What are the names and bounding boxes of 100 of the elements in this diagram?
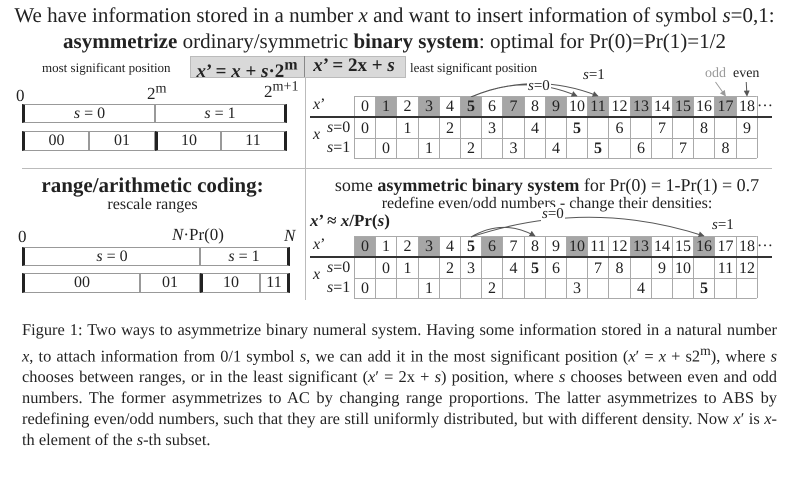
table-cell: 6 — [482, 237, 502, 256]
table-cell-text: 2 — [445, 119, 455, 138]
range-segment: 01 — [140, 273, 200, 293]
range-segment: s = 1 — [200, 247, 290, 266]
table-cell: 13 — [631, 237, 651, 256]
table-cell-text: 8 — [720, 139, 730, 158]
table-cell: 17 — [715, 97, 736, 116]
table-cell: 11 — [588, 97, 608, 116]
table-cell-text: 18 — [738, 237, 756, 256]
table-cell-text: 2 — [402, 237, 412, 256]
subtitle-text: rescale ranges — [107, 196, 198, 214]
table-cell-text: 7 — [508, 237, 518, 256]
table-cell-text: 2 — [402, 97, 412, 116]
table-cell-text: 10 — [674, 259, 692, 278]
table-cell-text: 12 — [610, 97, 628, 116]
table-cell-text: 11 — [716, 259, 734, 278]
range-segment: 11 — [221, 131, 287, 151]
table-cell-text: 3 — [466, 259, 476, 278]
table-cell-text: 0 — [360, 119, 370, 138]
title-text: We have information stored in a number x and want to insert information of symbol s=0,1: — [13, 3, 776, 28]
table-cell-text: 15 — [674, 237, 692, 256]
table-cell: 8 — [525, 237, 545, 256]
axis-label: N·Pr(0) — [172, 225, 224, 245]
row-header: s=1 — [327, 139, 350, 157]
table-cell-text: 3 — [572, 279, 582, 298]
table-cell-text: 16 — [695, 97, 713, 116]
table-cell-text: 12 — [738, 259, 756, 278]
formula-text: x’ = 2x + s — [312, 56, 396, 76]
table-cell: 1 — [376, 97, 396, 116]
table-cell-text: 1 — [424, 139, 434, 158]
range-segment: 00 — [22, 131, 89, 151]
table-cell-text: 11 — [589, 237, 607, 256]
leader-arrow — [715, 82, 726, 96]
table-cell: 0 — [355, 237, 375, 256]
table-cell-text: 4 — [445, 237, 455, 256]
row-header: x — [313, 126, 320, 144]
range-segment: 00 — [22, 273, 140, 293]
table-cell-text: 3 — [508, 139, 518, 158]
formula-text: x’ ≈ x/Pr(s) — [310, 211, 390, 231]
table-cell-text: 1 — [381, 237, 391, 256]
table-cell-text: 6 — [614, 119, 624, 138]
table-cell-text: 0 — [381, 139, 391, 158]
table-cell-text: 9 — [657, 259, 667, 278]
table-cell: 15 — [673, 97, 693, 116]
table-cell-text: 5 — [593, 139, 603, 158]
range-segment: 10 — [155, 131, 221, 151]
range-segment: s = 0 — [22, 247, 200, 266]
table-cell-text: 2 — [445, 259, 455, 278]
curved-arrow — [470, 216, 705, 238]
row-header: s=0 — [327, 259, 350, 277]
ellipsis-text: … — [757, 93, 773, 111]
curved-arrow — [470, 226, 536, 238]
table-cell-text: 7 — [593, 259, 603, 278]
table-cell-text: 8 — [530, 97, 540, 116]
row-header: x — [313, 266, 320, 284]
caption-text: Figure 1: Two ways to asymmetrize binary numeral system. Having some information stored in a natural number x, to attach information from 0/1 symbol s, we can add it in the most significant position (x′ = x + s2$^{m}$), where s chooses between ranges, or in the least significant (x′ = 2x + s) position, where s chooses between even and odd numbers. The former asymmetrizes to AC by changing range proportions. The latter asymmetrizes to ABS by redefining even/odd numbers, such that they are still uniformly distributed, but with different density. Now x′ is x-th element of the s-th subset. — [22, 319, 777, 450]
table-cell-text: 8 — [699, 119, 709, 138]
table-cell-text: 14 — [653, 237, 671, 256]
range-segment: 11 — [260, 273, 290, 293]
leader-arrow — [744, 82, 750, 97]
table-cell-text: 0 — [381, 259, 391, 278]
axis-label: 0 — [16, 86, 24, 106]
table-cell: 3 — [419, 237, 439, 256]
table-cell: 3 — [419, 97, 439, 116]
range-segment: s = 1 — [155, 104, 287, 123]
annotation-text: even — [733, 66, 760, 82]
table-cell-text: 4 — [551, 139, 561, 158]
curved-arrow — [470, 84, 578, 98]
range-segment: s = 0 — [22, 104, 155, 123]
position-label: least significant position — [410, 60, 538, 76]
section-heading: some asymmetric binary system for Pr(0) = 1-Pr(1) = 0.7 — [334, 175, 760, 196]
table-cell-text: 9 — [551, 237, 561, 256]
table-cell-text: 6 — [487, 97, 497, 116]
table-cell-text: 5 — [572, 119, 582, 138]
table-cell: 9 — [546, 97, 566, 116]
table-cell-text: 4 — [530, 119, 540, 138]
table-cell-text: 5 — [699, 279, 709, 298]
table-cell-text: 4 — [636, 279, 646, 298]
table-cell-text: 8 — [614, 259, 624, 278]
table-cell-text: 4 — [445, 97, 455, 116]
table-cell: 5 — [461, 237, 481, 256]
table-cell: 10 — [567, 97, 587, 116]
section-heading: range/arithmetic coding: — [40, 173, 265, 198]
table-cell-text: 7 — [657, 119, 667, 138]
table-cell-text: 5 — [530, 259, 540, 278]
table-cell: 5 — [461, 97, 481, 116]
table-cell: 7 — [503, 97, 524, 116]
formula-text: x’ = x + s·2$^{m}$ — [195, 56, 298, 76]
annotation-text: odd — [705, 66, 726, 82]
table-cell-text: 7 — [678, 139, 688, 158]
table-cell: 16 — [694, 237, 714, 256]
table-cell-text: 6 — [551, 259, 561, 278]
table-cell-text: 1 — [402, 259, 412, 278]
table-cell-text: 1 — [424, 279, 434, 298]
row-header: x’ — [313, 96, 326, 114]
table-cell-text: 4 — [508, 259, 518, 278]
axis-label: 0 — [18, 227, 26, 247]
subtitle-text: asymmetrize ordinary/symmetric binary system: optimal for Pr(0)=Pr(1)=1/2 — [62, 29, 727, 54]
table-cell-text: 0 — [360, 279, 370, 298]
table-cell: 10 — [567, 237, 587, 256]
